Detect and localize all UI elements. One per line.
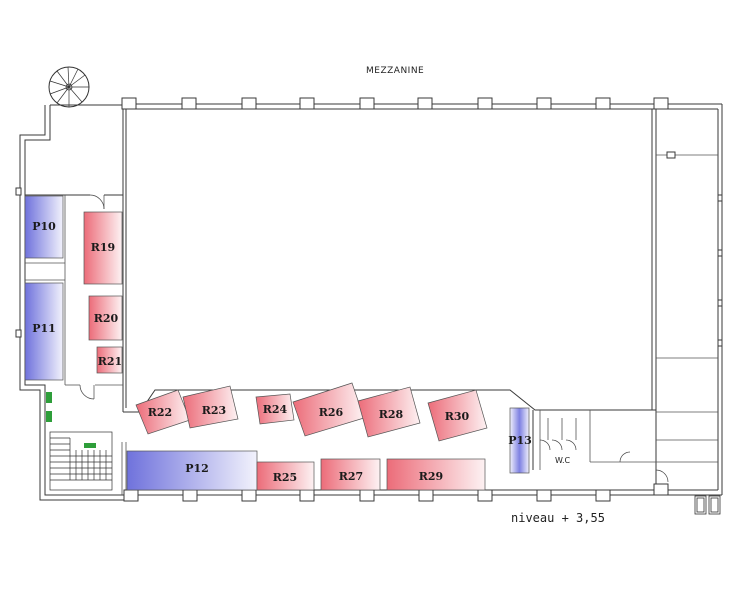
staircase	[49, 431, 113, 491]
room-P13[interactable]: P13	[508, 407, 532, 474]
room-R25[interactable]: R25	[256, 461, 315, 491]
room-R21[interactable]: R21	[96, 346, 123, 374]
room-P12[interactable]: P12	[126, 450, 258, 491]
svg-text:R30: R30	[445, 410, 470, 423]
room-R24[interactable]: R24	[255, 393, 295, 425]
svg-text:R27: R27	[339, 470, 363, 483]
svg-text:R19: R19	[91, 241, 115, 254]
svg-text:P13: P13	[508, 434, 532, 447]
room-R29[interactable]: R29	[386, 458, 486, 491]
svg-text:P10: P10	[32, 220, 56, 233]
room-R30[interactable]: R30	[427, 389, 488, 442]
room-R22[interactable]: R22	[135, 389, 191, 435]
room-R29-label: R29	[419, 470, 443, 483]
room-R20[interactable]: R20	[88, 295, 123, 341]
room-P11[interactable]: P11	[24, 282, 64, 381]
svg-text:P11: P11	[32, 322, 56, 335]
room-P10[interactable]: P10	[24, 195, 64, 259]
wall-marks	[15, 151, 723, 347]
room-R25-label: R25	[273, 471, 297, 484]
room-R26[interactable]: R26	[292, 382, 365, 437]
plan-title: MEZZANINE	[366, 66, 424, 76]
green-markers	[46, 392, 96, 448]
room-R27[interactable]: R27	[320, 458, 381, 491]
svg-text:R26: R26	[319, 406, 344, 419]
pillars-top	[121, 97, 669, 110]
room-R28[interactable]: R28	[357, 386, 421, 438]
svg-text:R24: R24	[263, 403, 288, 416]
elevator-icon	[694, 495, 721, 515]
svg-text:P12: P12	[185, 462, 209, 475]
wc-label: W.C	[555, 456, 571, 465]
svg-text:R23: R23	[202, 404, 226, 417]
spiral-staircase-icon	[48, 66, 90, 108]
level-label: niveau + 3,55	[511, 511, 605, 525]
svg-text:R20: R20	[94, 312, 119, 325]
room-R19[interactable]: R19	[83, 211, 123, 285]
svg-text:R22: R22	[148, 406, 172, 419]
svg-text:R28: R28	[379, 408, 404, 421]
svg-text:R21: R21	[98, 355, 122, 368]
room-R23[interactable]: R23	[182, 385, 239, 429]
building-walls	[19, 103, 723, 501]
doors	[79, 194, 669, 483]
